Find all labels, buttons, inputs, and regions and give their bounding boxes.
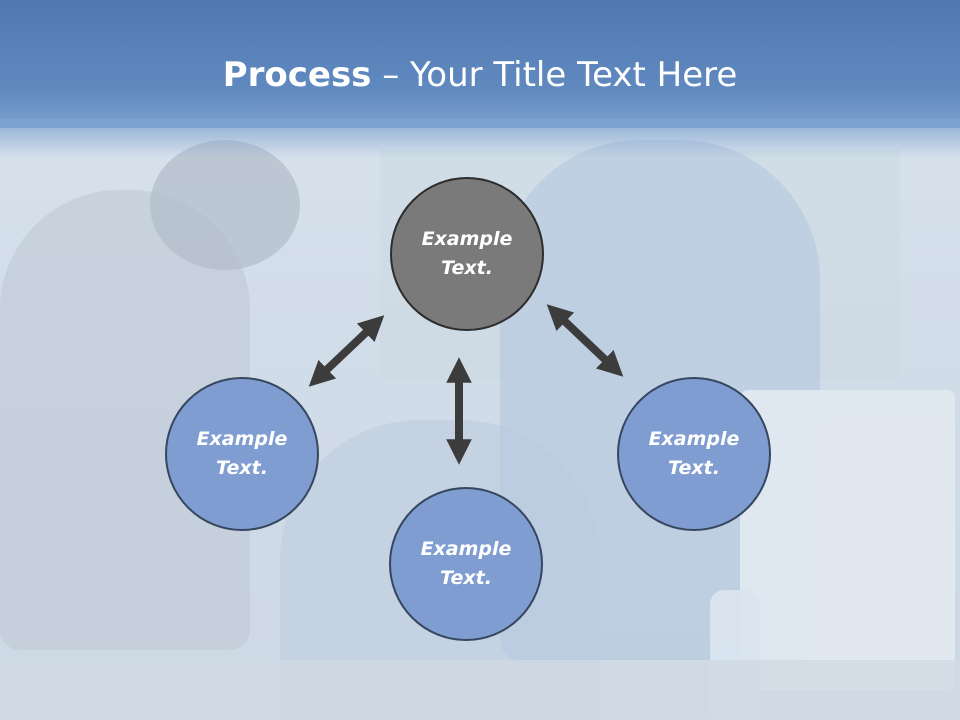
background-desk [0, 660, 960, 720]
title-band [0, 0, 960, 128]
slide-title: Process – Your Title Text Here [0, 52, 960, 98]
title-rest: – Your Title Text Here [371, 55, 738, 95]
process-node-bottom: Example Text. [389, 487, 543, 641]
process-node-left-label: Example Text. [196, 428, 288, 479]
background-person-left-head [150, 140, 300, 270]
process-node-top-label: Example Text. [421, 228, 513, 279]
process-node-right-label: Example Text. [648, 428, 740, 479]
arrow-top-left [308, 315, 385, 387]
process-node-left: Example Text. [165, 377, 319, 531]
process-node-bottom-label: Example Text. [420, 538, 512, 589]
title-bold: Process [222, 55, 372, 95]
title-fade [0, 118, 960, 158]
arrow-top-right [546, 304, 624, 377]
background-monitor [740, 390, 955, 690]
process-node-right: Example Text. [617, 377, 771, 531]
process-node-top: Example Text. [390, 177, 544, 331]
